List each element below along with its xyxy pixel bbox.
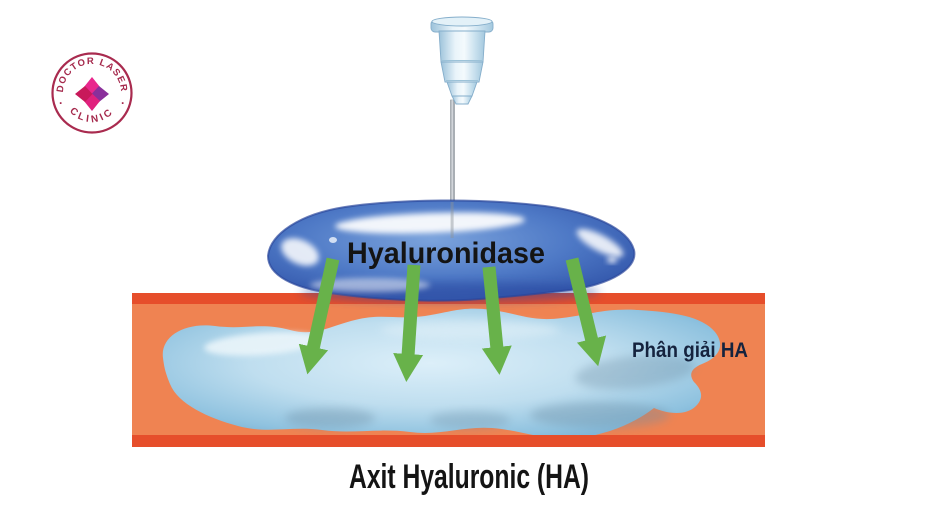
needle-tip-through-droplet [450, 202, 454, 238]
ha-shadow [285, 408, 375, 428]
ha-highlight [204, 332, 320, 356]
tissue-band [132, 293, 765, 447]
droplet-highlight [576, 228, 624, 258]
logo-dot-right: · [121, 96, 125, 110]
degradation-arrow [565, 257, 607, 367]
droplet-highlight [335, 212, 525, 234]
needle-shaft-highlight [451, 100, 453, 205]
droplet-highlight [607, 257, 617, 263]
ha-shadow [530, 402, 670, 428]
enzyme-label: Hyaluronidase [347, 237, 545, 270]
degradation-arrow [393, 264, 424, 382]
ha-filler-blob [162, 308, 721, 439]
ha-highlight [380, 321, 560, 339]
degradation-arrow [481, 266, 512, 375]
droplet-highlight [310, 278, 430, 292]
tissue-band-bottom-border [132, 435, 765, 447]
degradation-arrow [298, 257, 340, 375]
process-label: Phân giải HA [632, 339, 748, 362]
droplet-highlight [281, 238, 319, 266]
ha-shadow [430, 411, 510, 429]
needle-hub [430, 16, 494, 105]
droplet-sparkle [329, 237, 337, 243]
logo-dot-left: · [59, 96, 63, 110]
hyaluronidase-droplet [266, 199, 636, 302]
degradation-arrows [298, 257, 607, 382]
caption-label: Axit Hyaluronic (HA) [349, 458, 589, 496]
syringe-needle-icon [430, 16, 494, 206]
logo-clover-icon [75, 77, 109, 111]
clinic-logo: DOCTOR LASER CLINIC · · [51, 52, 133, 134]
